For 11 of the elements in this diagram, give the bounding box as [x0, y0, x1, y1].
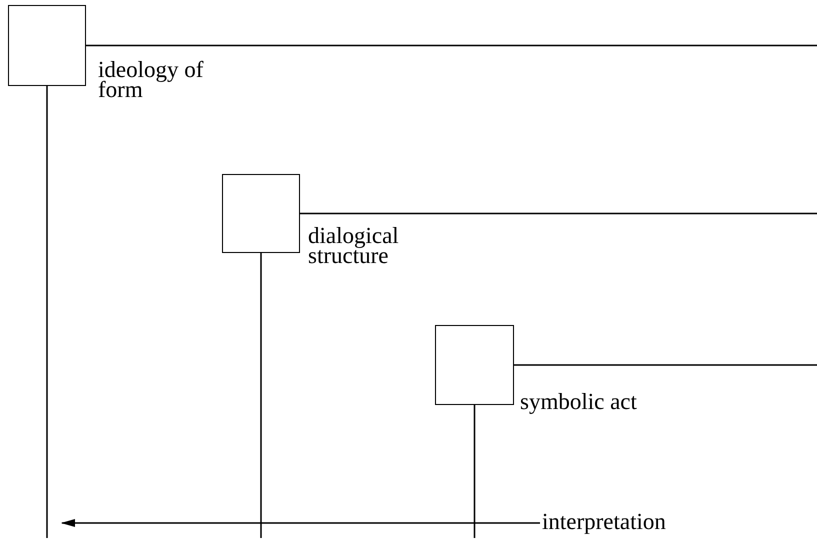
node-label: symbolic act: [520, 392, 638, 412]
connector-line: [474, 405, 476, 538]
node-label: ideology of form: [98, 60, 204, 100]
arrow: [61, 519, 540, 527]
node-label: dialogical structure: [308, 226, 400, 266]
connector-line: [300, 212, 817, 214]
connector-line: [46, 86, 48, 538]
connector-line: [86, 44, 817, 46]
connector-line: [514, 364, 817, 366]
connector-line: [260, 253, 262, 538]
text-label: interpretation: [542, 510, 666, 534]
